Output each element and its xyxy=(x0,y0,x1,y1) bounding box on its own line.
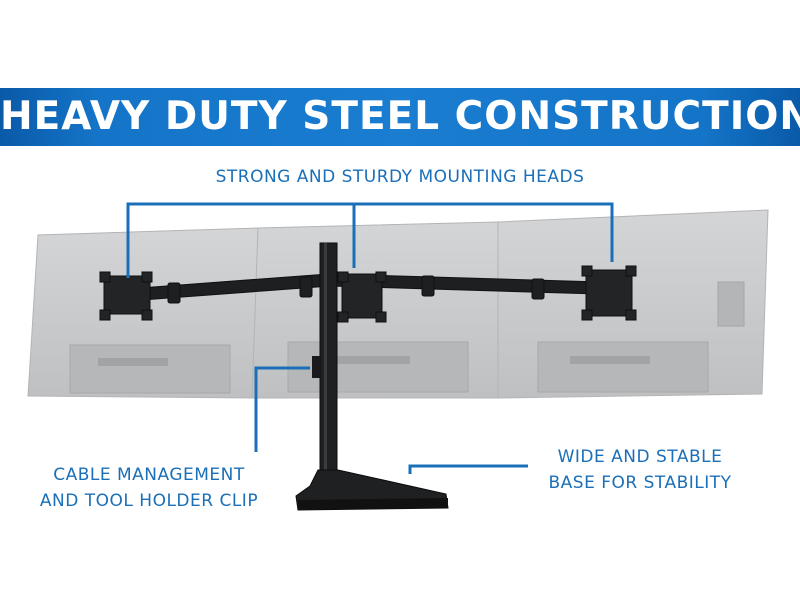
mounting-arms xyxy=(139,273,601,304)
callout-base-line1: WIDE AND STABLE xyxy=(557,447,723,467)
callout-cable-line2: AND TOOL HOLDER CLIP xyxy=(39,491,259,511)
callout-base-line2: BASE FOR STABILITY xyxy=(548,473,732,493)
title-banner: HEAVY DUTY STEEL CONSTRUCTION xyxy=(0,88,800,146)
callout-mounting-heads: STRONG AND STURDY MOUNTING HEADS xyxy=(215,167,585,187)
mounting-heads-leader xyxy=(126,202,614,278)
callout-lines xyxy=(126,202,614,474)
callout-cable-line1: CABLE MANAGEMENT xyxy=(53,465,245,485)
base-leader xyxy=(408,464,528,474)
banner-title: HEAVY DUTY STEEL CONSTRUCTION xyxy=(0,94,800,139)
stand-base xyxy=(295,469,449,511)
mounting-head-left xyxy=(99,271,153,321)
callout-cable-management: CABLE MANAGEMENT AND TOOL HOLDER CLIP xyxy=(34,462,264,514)
mounting-head-middle xyxy=(337,271,387,323)
right-monitor xyxy=(497,209,769,399)
callout-base: WIDE AND STABLE BASE FOR STABILITY xyxy=(535,444,745,496)
cable-clip-leader xyxy=(254,366,310,452)
mounting-head-right xyxy=(581,265,637,321)
stand-pole xyxy=(312,242,338,476)
